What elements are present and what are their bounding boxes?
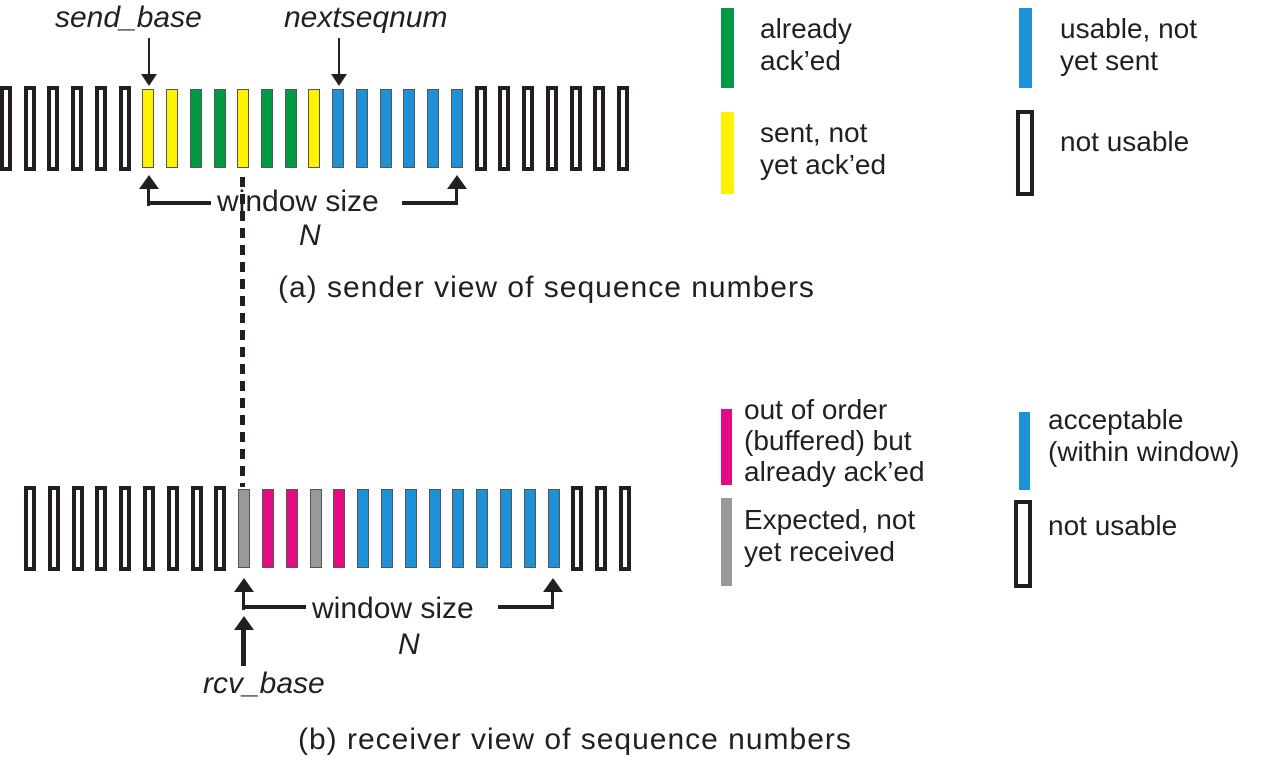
seq-tick-acceptable <box>357 489 369 568</box>
seq-tick-not-usable <box>24 86 36 171</box>
receiver-window-n-label: N <box>398 628 420 661</box>
seq-tick-usable-not-sent <box>451 89 463 168</box>
legend-swatch-sent-not-acked <box>721 112 734 194</box>
seq-tick-buffered-acked <box>262 489 274 568</box>
seq-tick-usable-not-sent <box>427 89 439 168</box>
receiver-window-left-stem <box>242 590 245 610</box>
seq-tick-not-usable <box>571 486 583 571</box>
seq-tick-not-usable <box>95 486 107 571</box>
seq-tick-buffered-acked <box>333 489 345 568</box>
legend-label-not-usable-receiver: not usable <box>1048 510 1178 541</box>
receiver-sequence-row <box>24 486 644 576</box>
receiver-window-right-stem <box>551 590 554 609</box>
seq-tick-acceptable <box>429 489 441 568</box>
seq-tick-usable-not-sent <box>356 89 368 168</box>
legend-swatch-acceptable <box>1019 412 1030 490</box>
seq-tick-sent-not-acked <box>237 89 249 168</box>
legend-label-buffered-acked: out of order (buffered) but already ack’… <box>744 394 925 487</box>
rcv-base-arrow-stem <box>241 628 246 666</box>
seq-tick-usable-not-sent <box>380 89 392 168</box>
sender-window-right-bar <box>402 201 458 205</box>
legend-label-sent-not-acked: sent, not yet ack’ed <box>760 117 887 180</box>
legend-label-already-acked: already ack’ed <box>760 13 852 76</box>
sender-sequence-row <box>0 86 640 176</box>
seq-tick-not-usable <box>593 86 605 171</box>
seq-tick-acceptable <box>500 489 512 568</box>
seq-tick-not-usable <box>475 86 487 171</box>
seq-tick-buffered-acked <box>286 489 298 568</box>
seq-tick-not-usable <box>546 86 558 171</box>
legend-label-usable-not-sent: usable, not yet sent <box>1060 13 1197 76</box>
legend-swatch-buffered-acked <box>721 409 732 485</box>
seq-tick-usable-not-sent <box>403 89 415 168</box>
seq-tick-acceptable <box>476 489 488 568</box>
seq-tick-usable-not-sent <box>332 89 344 168</box>
sender-caption: (a) sender view of sequence numbers <box>278 271 815 304</box>
sender-window-right-arrow-icon <box>447 175 467 189</box>
sender-window-n-label: N <box>299 219 321 252</box>
sender-window-right-stem <box>455 187 458 205</box>
legend-swatch-not-usable-receiver <box>1014 500 1032 588</box>
seq-tick-already-acked <box>214 89 226 168</box>
send-base-arrow-head-icon <box>141 74 157 86</box>
seq-tick-not-usable <box>167 486 179 571</box>
seq-tick-not-usable <box>214 486 226 571</box>
sender-window-left-bar <box>147 201 211 205</box>
receiver-caption: (b) receiver view of sequence numbers <box>298 723 852 756</box>
receiver-window-left-bar <box>242 605 306 609</box>
seq-tick-acceptable <box>405 489 417 568</box>
seq-tick-not-usable <box>71 86 83 171</box>
nextseqnum-arrow-stem <box>338 38 340 76</box>
seq-tick-sent-not-acked <box>166 89 178 168</box>
seq-tick-expected-not-received <box>310 489 322 568</box>
legend-label-expected-not-received: Expected, not yet received <box>744 504 916 567</box>
seq-tick-not-usable <box>595 486 607 571</box>
seq-tick-not-usable <box>619 486 631 571</box>
rcv-base-alignment-dashed-line <box>240 177 245 487</box>
receiver-window-right-arrow-icon <box>543 578 563 592</box>
seq-tick-not-usable <box>72 486 84 571</box>
seq-tick-sent-not-acked <box>142 89 154 168</box>
sender-window-left-arrow-icon <box>139 175 159 189</box>
seq-tick-acceptable <box>524 489 536 568</box>
legend-label-acceptable: acceptable (within window) <box>1048 404 1240 467</box>
send-base-label: send_base <box>55 1 202 34</box>
seq-tick-not-usable <box>617 86 629 171</box>
nextseqnum-arrow-head-icon <box>331 74 347 86</box>
seq-tick-acceptable <box>452 489 464 568</box>
legend-label-not-usable-sender: not usable <box>1060 126 1190 157</box>
receiver-window-right-bar <box>498 605 554 609</box>
rcv-base-arrow-head-icon <box>234 616 254 630</box>
seq-tick-not-usable <box>0 86 12 171</box>
legend-swatch-expected-not-received <box>721 498 732 586</box>
seq-tick-already-acked <box>190 89 202 168</box>
seq-tick-not-usable <box>48 486 60 571</box>
seq-tick-not-usable <box>95 86 107 171</box>
seq-tick-not-usable <box>143 486 155 571</box>
rcv-base-label: rcv_base <box>203 667 325 700</box>
receiver-window-size-label: window size <box>312 592 474 625</box>
seq-tick-already-acked <box>285 89 297 168</box>
seq-tick-sent-not-acked <box>308 89 320 168</box>
seq-tick-not-usable <box>47 86 59 171</box>
legend-swatch-usable-not-sent <box>1019 8 1032 88</box>
send-base-arrow-stem <box>148 38 150 76</box>
sender-window-left-stem <box>147 187 150 206</box>
seq-tick-expected-not-received <box>238 489 250 568</box>
seq-tick-not-usable <box>24 486 36 571</box>
seq-tick-not-usable <box>191 486 203 571</box>
seq-tick-not-usable <box>119 86 131 171</box>
seq-tick-acceptable <box>381 489 393 568</box>
receiver-window-left-arrow-icon <box>234 578 254 592</box>
legend-swatch-already-acked <box>721 8 734 88</box>
legend-swatch-not-usable-sender <box>1016 110 1034 196</box>
seq-tick-already-acked <box>261 89 273 168</box>
seq-tick-not-usable <box>570 86 582 171</box>
seq-tick-not-usable <box>119 486 131 571</box>
nextseqnum-label: nextseqnum <box>284 1 448 34</box>
seq-tick-not-usable <box>522 86 534 171</box>
seq-tick-not-usable <box>498 86 510 171</box>
seq-tick-acceptable <box>548 489 560 568</box>
